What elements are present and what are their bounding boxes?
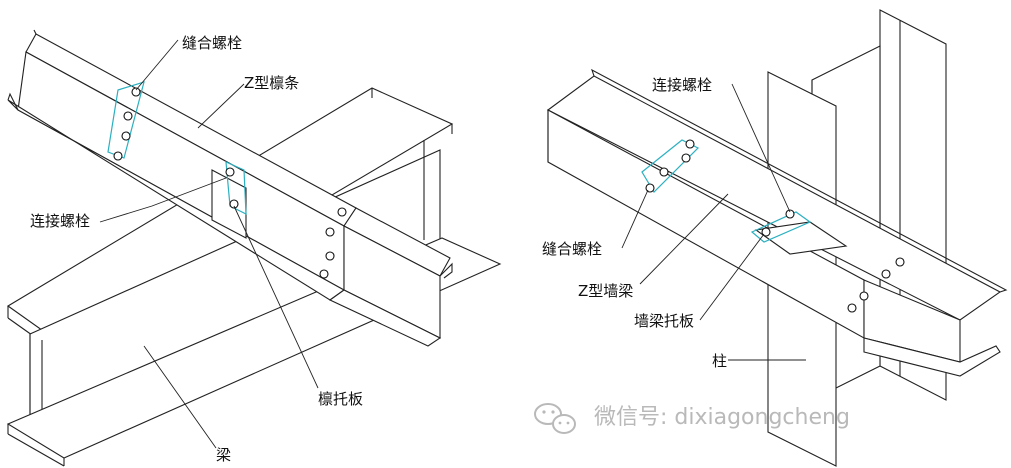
- watermark-text: 微信号: dixiagongcheng: [594, 405, 850, 430]
- bolt: [859, 291, 869, 301]
- bolt: [225, 167, 235, 177]
- bolt: [659, 167, 669, 177]
- bolt: [681, 153, 691, 163]
- label-column: 柱: [712, 352, 727, 370]
- right-drawing: 连接螺栓 缝合螺栓 Z型墙梁 墙梁托板 柱: [542, 9, 1008, 467]
- label-connection-bolt: 连接螺栓: [30, 212, 90, 230]
- bolt: [685, 139, 695, 149]
- bolt: [113, 151, 123, 161]
- bolt: [337, 207, 347, 217]
- left-drawing: 缝合螺栓 Z型檩条 连接螺栓 檩托板 梁: [6, 29, 502, 467]
- bolt: [881, 269, 891, 279]
- label-connection-bolt: 连接螺栓: [652, 76, 712, 94]
- bolt: [325, 251, 335, 261]
- bolt: [847, 303, 857, 313]
- left-bolts: [113, 87, 347, 279]
- bolt: [895, 257, 905, 267]
- wechat-icon: [534, 403, 576, 434]
- label-z-purlin: Z型檩条: [244, 74, 299, 92]
- bolt: [121, 131, 131, 141]
- label-beam: 梁: [216, 446, 231, 464]
- bolt: [229, 199, 239, 209]
- label-z-girt: Z型墙梁: [578, 282, 633, 300]
- left-bracket-plate: [225, 161, 247, 215]
- left-leaders: [99, 39, 319, 449]
- z-girt: [546, 68, 1008, 377]
- bolt: [325, 227, 335, 237]
- watermark: 微信号: dixiagongcheng: [534, 403, 850, 434]
- bolt: [319, 269, 329, 279]
- label-splice-bolt: 缝合螺栓: [182, 34, 242, 52]
- z-purlin: [7, 29, 453, 347]
- label-purlin-bracket: 檩托板: [318, 390, 363, 408]
- label-splice-bolt: 缝合螺栓: [542, 240, 602, 258]
- label-girt-bracket: 墙梁托板: [634, 312, 694, 330]
- bolt: [123, 111, 133, 121]
- right-leaders: [621, 83, 806, 361]
- bolt: [785, 209, 795, 219]
- bolt: [131, 87, 141, 97]
- left-splice-plate: [107, 81, 145, 159]
